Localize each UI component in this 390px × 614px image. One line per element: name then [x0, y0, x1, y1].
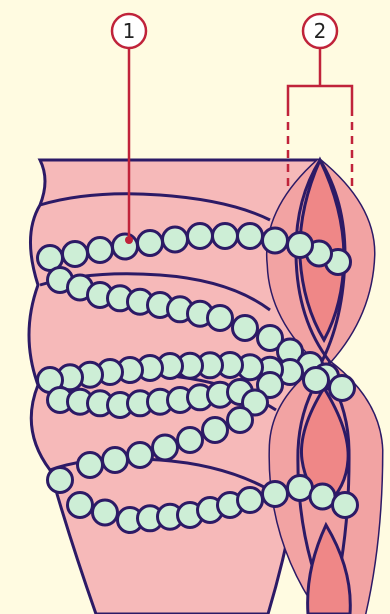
bead [233, 316, 258, 341]
bead [63, 242, 88, 267]
bead [128, 443, 153, 468]
bead [103, 448, 128, 473]
bead [178, 428, 203, 453]
bead [330, 376, 355, 401]
bead [263, 228, 288, 253]
bead [213, 224, 238, 249]
bead [263, 482, 288, 507]
callout-2-bracket [288, 86, 352, 108]
bead [113, 234, 138, 259]
bead [208, 306, 233, 331]
bead [163, 227, 188, 252]
bead [228, 408, 253, 433]
bead [88, 238, 113, 263]
bead [188, 224, 213, 249]
bead [68, 493, 93, 518]
bead [78, 453, 103, 478]
callout-1-dot [125, 236, 133, 244]
callout-1-number: 1 [123, 19, 136, 43]
bead [288, 233, 313, 258]
bead [333, 493, 358, 518]
bead [153, 435, 178, 460]
bead [238, 224, 263, 249]
bead [238, 488, 263, 513]
bead [48, 468, 73, 493]
bead [304, 368, 329, 393]
bead [93, 500, 118, 525]
callout-2-number: 2 [314, 19, 327, 43]
bead [138, 231, 163, 256]
bead [203, 418, 228, 443]
